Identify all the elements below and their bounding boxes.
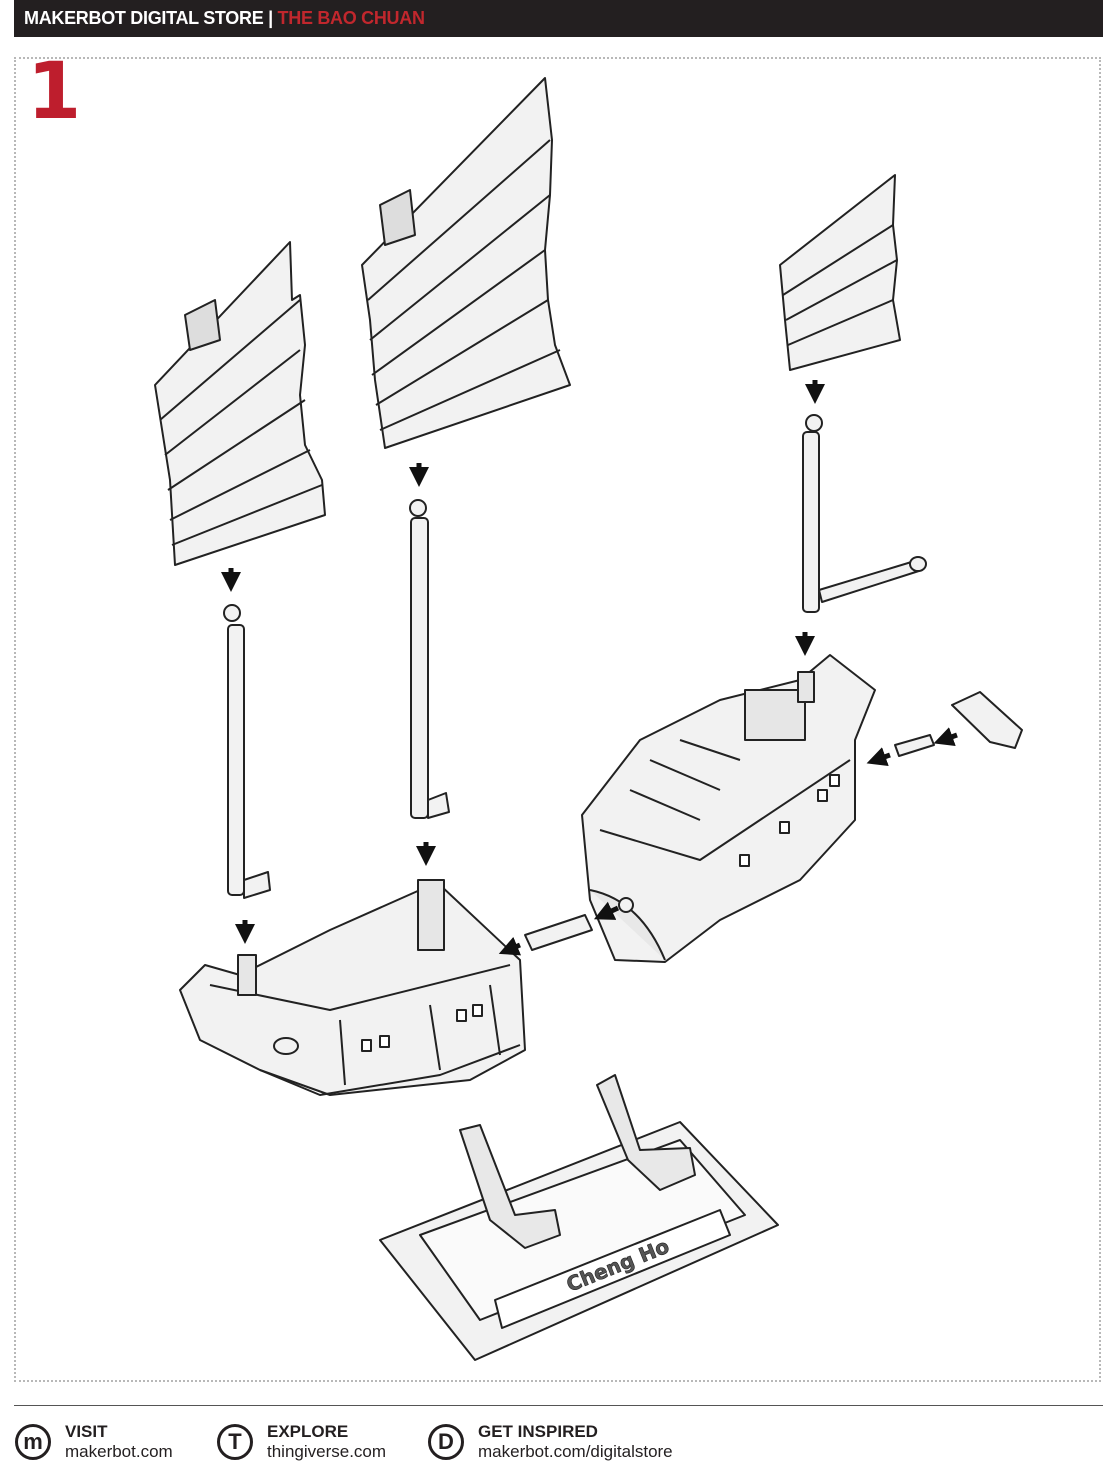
- arrow-left-icon: [866, 747, 891, 767]
- display-stand: Cheng Ho: [379, 1074, 779, 1361]
- header-bar: MAKERBOT DIGITAL STORE | THE BAO CHUAN: [14, 0, 1103, 37]
- mast-main: [409, 499, 450, 819]
- footer-divider: [14, 1405, 1103, 1406]
- figurehead-piece: [951, 691, 1023, 749]
- connector-pin-bow: [894, 734, 935, 757]
- footer-heading: VISIT: [65, 1422, 108, 1441]
- arrow-left-icon: [498, 936, 522, 956]
- footer-link[interactable]: thingiverse.com: [267, 1442, 387, 1461]
- hull-bow-section: [581, 654, 876, 963]
- brand-label: MAKERBOT DIGITAL STORE |: [24, 8, 273, 28]
- footer-get-inspired[interactable]: D GET INSPIRED makerbot.com/digitalstore: [428, 1420, 673, 1464]
- thingiverse-t-icon: T: [217, 1424, 253, 1460]
- mast-fore: [802, 414, 927, 613]
- step-frame: [14, 57, 1101, 1382]
- footer-explore[interactable]: T EXPLORE thingiverse.com: [217, 1420, 386, 1464]
- sail-main: [361, 77, 571, 449]
- step-number: 1: [27, 47, 82, 137]
- footer-heading: GET INSPIRED: [478, 1422, 598, 1441]
- digitalstore-d-icon: D: [428, 1424, 464, 1460]
- document-title: THE BAO CHUAN: [277, 8, 425, 28]
- footer-link[interactable]: makerbot.com/digitalstore: [478, 1442, 673, 1461]
- arrow-left-icon: [933, 727, 958, 747]
- arrow-left-icon: [593, 901, 620, 920]
- mast-rear: [223, 604, 271, 899]
- makerbot-m-icon: m: [15, 1424, 51, 1460]
- assembly-arrows: [221, 380, 958, 956]
- connector-pin-stern: [524, 914, 593, 951]
- sail-fore: [779, 174, 901, 371]
- footer-heading: EXPLORE: [267, 1422, 349, 1441]
- sail-rear: [154, 241, 326, 566]
- footer-link[interactable]: makerbot.com: [65, 1442, 173, 1461]
- footer-visit[interactable]: m VISIT makerbot.com: [15, 1420, 173, 1464]
- hull-stern-section: [179, 879, 526, 1096]
